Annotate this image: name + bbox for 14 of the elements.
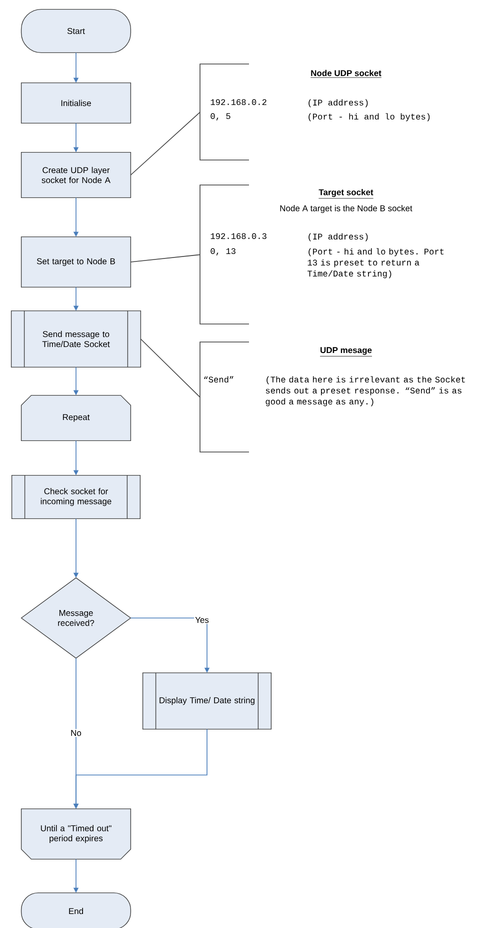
leader-line [130,112,200,176]
bracket-annotation: Node UDP socket 192.168.0.2 (IP address) 0, 5 (Port - hi and lo bytes) [200,64,430,160]
predefined-process-box: Display Time/ Date string [142,672,272,730]
process-box: Set target to Node B [20,236,132,288]
leader-line [130,254,200,262]
process-box: Create UDP layer socket for Node A [20,152,132,198]
edge-label: Yes [194,616,210,624]
bracket-annotation: Target socket Node A target is the Node B socket 192.168.0.3 (IP address) 0, 13 (Port - hi and lo bytes. Port 13 is preset to return a Time/Date string) [200,184,444,324]
predefined-process-box: Send message to Time/Date Socket [10,310,142,368]
predefined-process-box: Check socket for incoming message [11,474,141,520]
edge-label: No [70,729,82,737]
leader-line [140,338,200,398]
bracket-annotation: UDP mesage “Send” (The data here is irrelevant as the Socket sends out a preset response. “Send” is as good a message as any.) [200,342,465,452]
process-box: Initialise [20,82,132,124]
